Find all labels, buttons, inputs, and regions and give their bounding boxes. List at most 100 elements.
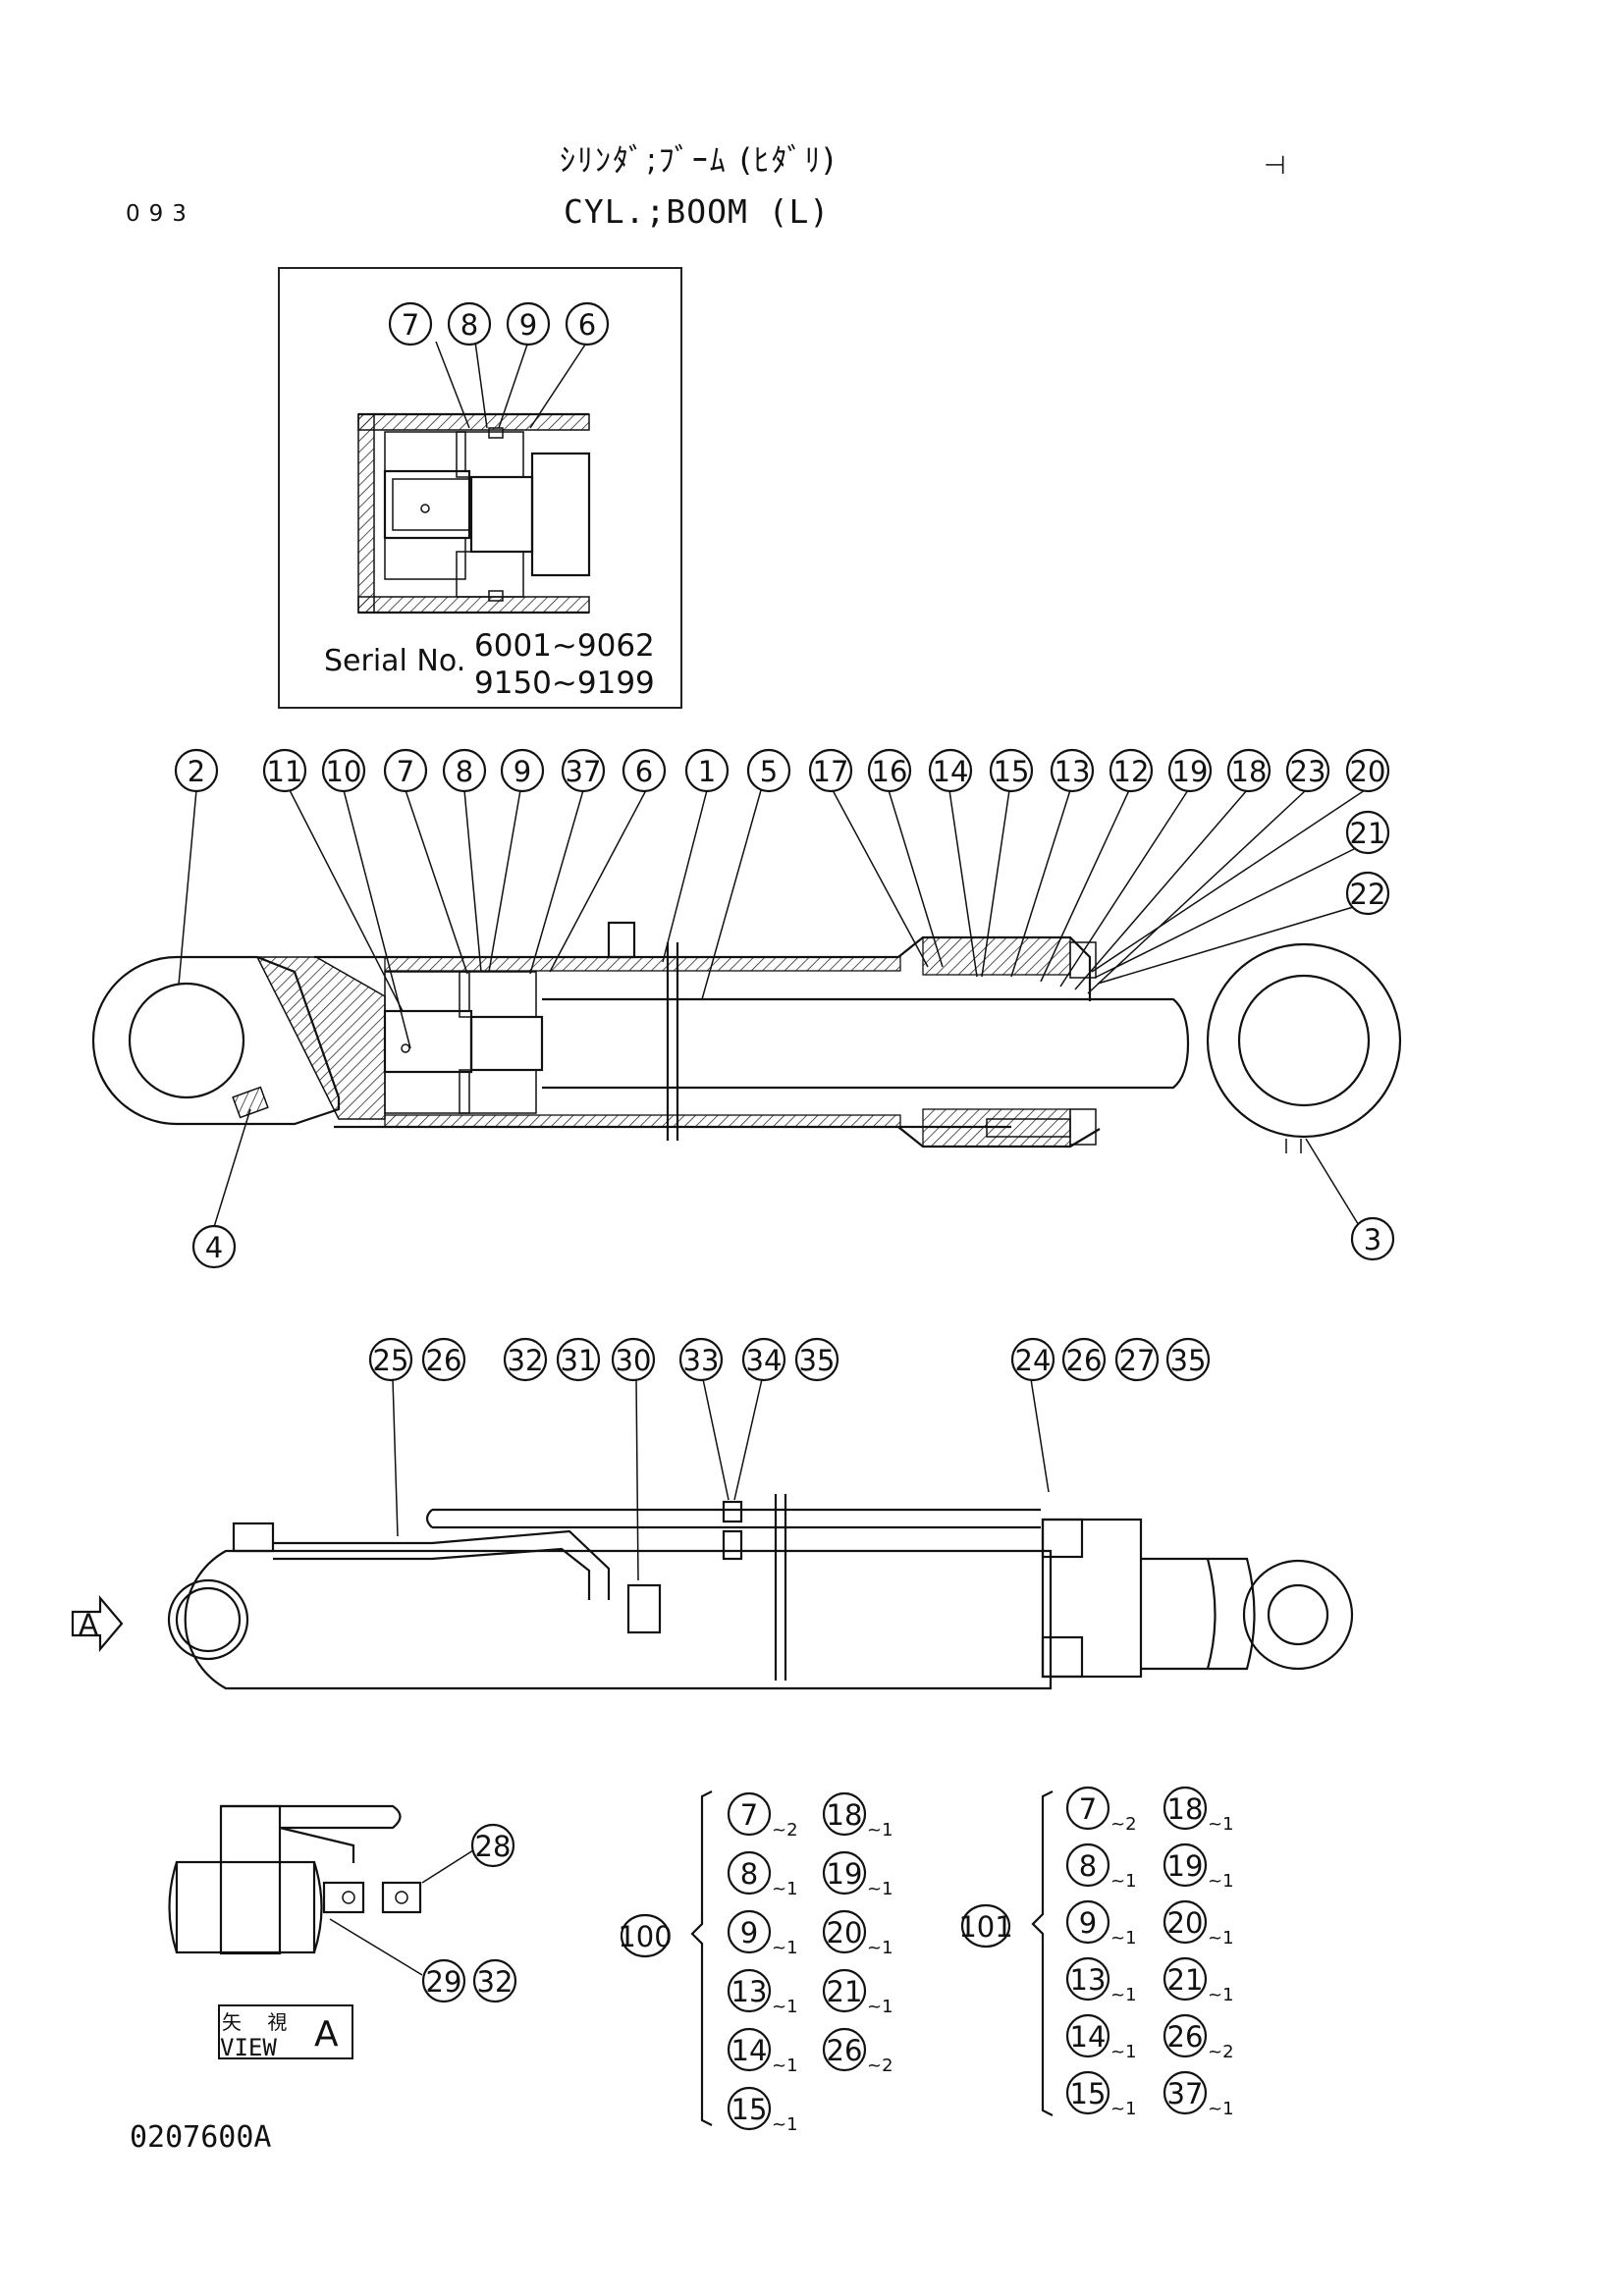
section-leaders <box>178 789 1366 1228</box>
svg-text:9: 9 <box>519 308 537 342</box>
svg-text:1: 1 <box>698 755 716 788</box>
svg-text:28: 28 <box>475 1830 512 1863</box>
svg-text:17: 17 <box>813 755 849 788</box>
svg-text:7: 7 <box>397 755 414 788</box>
svg-text:9: 9 <box>1079 1906 1097 1940</box>
svg-text:8: 8 <box>456 755 473 788</box>
svg-text:~1: ~1 <box>867 1997 893 2017</box>
svg-text:6: 6 <box>635 755 653 788</box>
svg-text:26: 26 <box>827 2034 863 2067</box>
svg-text:16: 16 <box>872 755 908 788</box>
svg-text:13: 13 <box>1070 1963 1107 1997</box>
svg-text:19: 19 <box>827 1857 863 1891</box>
svg-text:22: 22 <box>1350 878 1386 911</box>
cylinder-side-drawing <box>71 1494 1354 1690</box>
svg-text:8: 8 <box>740 1857 758 1891</box>
section-balloon-12: 12 <box>1109 748 1154 793</box>
svg-text:4: 4 <box>205 1231 223 1264</box>
view-a-label-box <box>218 2004 353 2059</box>
svg-text:21: 21 <box>1167 1963 1204 1997</box>
section-balloon-3: 3 <box>1350 1216 1395 1261</box>
section-balloon-17: 17 <box>808 748 853 793</box>
svg-text:23: 23 <box>1290 755 1326 788</box>
section-balloon-15: 15 <box>989 748 1034 793</box>
svg-text:14: 14 <box>1070 2020 1107 2054</box>
svg-text:37: 37 <box>566 755 602 788</box>
inset-piston-drawing <box>357 341 591 614</box>
svg-text:34: 34 <box>746 1344 783 1377</box>
svg-text:14: 14 <box>731 2034 768 2067</box>
svg-text:30: 30 <box>616 1344 652 1377</box>
svg-text:6: 6 <box>578 308 596 342</box>
svg-text:~1: ~1 <box>1208 1985 1234 2005</box>
inset-balloon-8: 8 <box>447 301 492 347</box>
svg-text:27: 27 <box>1119 1344 1156 1377</box>
section-balloon-10: 10 <box>321 748 366 793</box>
svg-text:~1: ~1 <box>772 1879 798 1899</box>
svg-text:7: 7 <box>740 1798 758 1832</box>
svg-text:15: 15 <box>994 755 1030 788</box>
svg-text:21: 21 <box>827 1975 863 2008</box>
section-balloon-21: 21 <box>1345 810 1390 855</box>
svg-text:~1: ~1 <box>1110 1928 1137 1949</box>
svg-text:~1: ~1 <box>1110 1871 1137 1892</box>
svg-text:24: 24 <box>1015 1344 1052 1377</box>
page-number: 093 <box>126 201 195 227</box>
svg-text:10: 10 <box>326 755 362 788</box>
view-a-drawing <box>168 1804 474 1976</box>
section-balloon-16: 16 <box>867 748 912 793</box>
svg-text:18: 18 <box>827 1798 863 1832</box>
svg-text:~1: ~1 <box>1208 2099 1234 2119</box>
svg-text:~1: ~1 <box>1110 1985 1137 2005</box>
kit-101: 101 7~2 8~1 9~1 13~1 14~1 15~1 18~1 19~1… <box>958 1786 1234 2119</box>
svg-text:9: 9 <box>740 1916 758 1949</box>
svg-text:7: 7 <box>402 308 419 342</box>
svg-text:20: 20 <box>1167 1906 1204 1940</box>
svg-text:2: 2 <box>188 755 205 788</box>
view-a-letter: A <box>314 2014 339 2055</box>
svg-text:33: 33 <box>683 1344 720 1377</box>
section-balloon-6: 6 <box>622 748 667 793</box>
svg-text:13: 13 <box>1055 755 1091 788</box>
svg-text:25: 25 <box>373 1344 409 1377</box>
kit-100: 100 7~2 8~1 9~1 13~1 14~1 15~1 18~1 19~1… <box>618 1790 893 2135</box>
svg-text:11: 11 <box>267 755 303 788</box>
svg-text:~1: ~1 <box>772 1938 798 1958</box>
serial-range-1: 6001~9062 <box>474 628 655 664</box>
section-balloon-8: 8 <box>442 748 487 793</box>
svg-text:~1: ~1 <box>772 1997 798 2017</box>
svg-text:19: 19 <box>1167 1849 1204 1883</box>
svg-text:7: 7 <box>1079 1792 1097 1826</box>
section-balloon-14: 14 <box>928 748 973 793</box>
svg-text:~1: ~1 <box>1208 1928 1234 1949</box>
section-balloon-13: 13 <box>1050 748 1095 793</box>
view-arrow-label: A <box>79 1608 98 1641</box>
svg-text:~1: ~1 <box>867 1938 893 1958</box>
svg-text:3: 3 <box>1364 1223 1381 1256</box>
svg-text:~1: ~1 <box>1110 2042 1137 2062</box>
serial-range-2: 9150~9199 <box>474 666 655 701</box>
section-balloon-37: 37 <box>561 748 606 793</box>
cylinder-section-drawing <box>91 921 1402 1153</box>
svg-text:~1: ~1 <box>772 2114 798 2135</box>
svg-text:12: 12 <box>1113 755 1150 788</box>
svg-text:~1: ~1 <box>1208 1871 1234 1892</box>
svg-text:~2: ~2 <box>1208 2042 1234 2062</box>
svg-text:21: 21 <box>1350 817 1386 850</box>
svg-text:26: 26 <box>1066 1344 1103 1377</box>
svg-text:9: 9 <box>514 755 531 788</box>
inset-balloon-9: 9 <box>506 301 551 347</box>
svg-text:18: 18 <box>1231 755 1268 788</box>
svg-text:~2: ~2 <box>867 2056 893 2076</box>
section-balloon-18: 18 <box>1226 748 1271 793</box>
section-balloon-9: 9 <box>500 748 545 793</box>
svg-text:20: 20 <box>827 1916 863 1949</box>
section-balloon-22: 22 <box>1345 871 1390 916</box>
svg-text:8: 8 <box>1079 1849 1097 1883</box>
svg-text:32: 32 <box>508 1344 544 1377</box>
svg-text:101: 101 <box>958 1910 1012 1944</box>
svg-text:15: 15 <box>731 2093 768 2126</box>
svg-text:13: 13 <box>731 1975 768 2008</box>
svg-text:31: 31 <box>561 1344 597 1377</box>
